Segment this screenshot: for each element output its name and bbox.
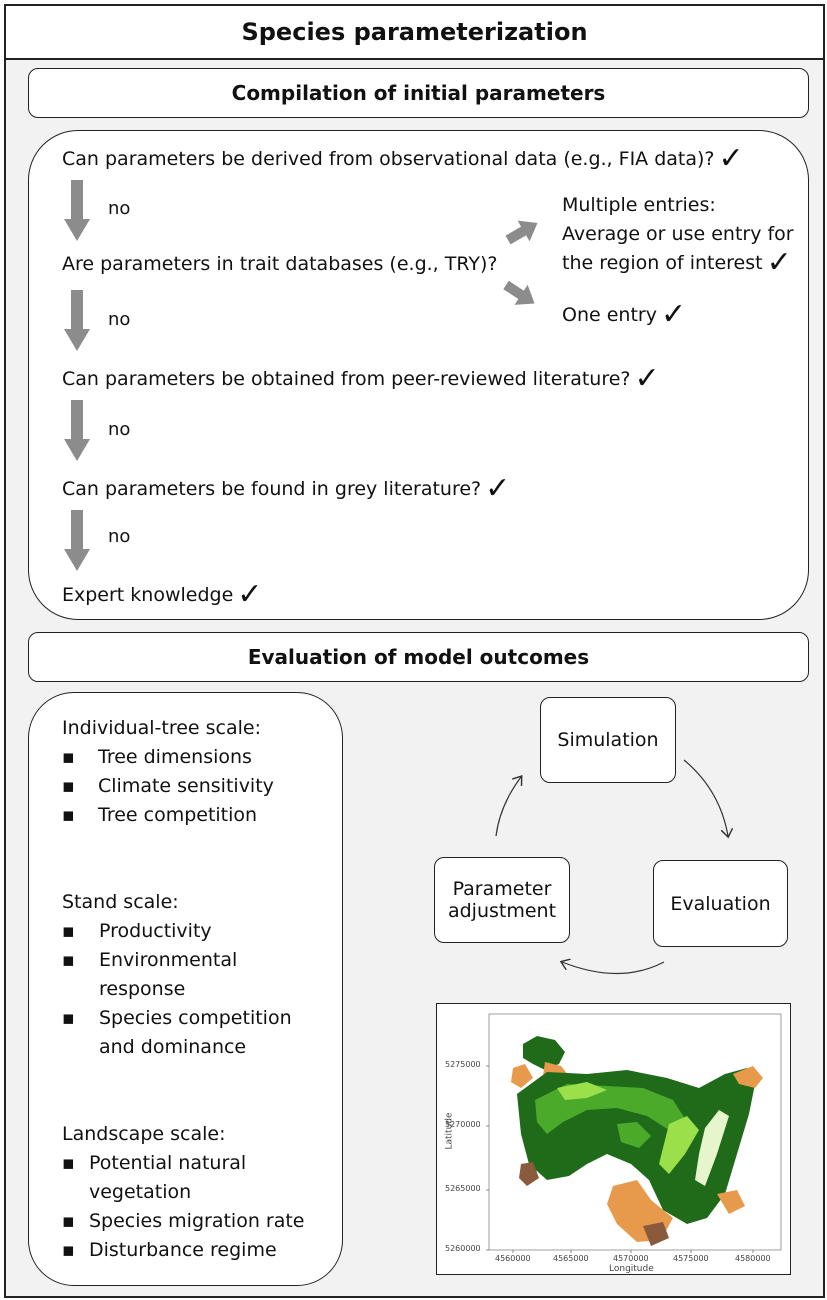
stand-scale-heading: Stand scale: xyxy=(62,891,179,913)
list-item: Species migration rate xyxy=(62,1207,305,1236)
check-icon: ✓ xyxy=(766,245,792,280)
map-vegetation xyxy=(511,1036,763,1246)
list-item: Disturbance regime xyxy=(62,1236,305,1265)
question-peer-reviewed: Can parameters be obtained from peer-rev… xyxy=(62,361,660,396)
no-label-4: no xyxy=(108,526,131,547)
down-arrow-icon xyxy=(64,510,90,571)
list-item: Climate sensitivity xyxy=(62,772,274,801)
compilation-panel xyxy=(28,130,809,620)
check-icon: ✓ xyxy=(237,577,263,612)
individual-tree-scale: Individual-tree scale: Tree dimensions C… xyxy=(62,714,274,830)
stand-scale: Stand scale: Productivity Environmental … xyxy=(62,888,292,1062)
expert-knowledge: Expert knowledge✓ xyxy=(62,577,263,612)
no-label-3: no xyxy=(108,419,131,440)
individual-scale-heading: Individual-tree scale: xyxy=(62,717,262,739)
list-item-continuation: vegetation xyxy=(89,1181,192,1203)
landscape-scale: Landscape scale: Potential natural veget… xyxy=(62,1120,305,1265)
curved-arrow-icon xyxy=(683,759,728,836)
x-tick-label: 4565000 xyxy=(553,1254,589,1263)
section-header-evaluation: Evaluation of model outcomes xyxy=(28,632,809,682)
evaluation-box: Evaluation xyxy=(653,860,788,947)
cycle-arrows xyxy=(495,759,728,975)
x-tick-label: 4580000 xyxy=(735,1254,771,1263)
one-entry-label: One entry✓ xyxy=(562,297,687,332)
question-observational: Can parameters be derived from observati… xyxy=(62,141,744,176)
y-tick-label: 5265000 xyxy=(445,1184,481,1193)
down-arrow-icon xyxy=(64,400,90,461)
multiple-entries-text-3: the region of interest✓ xyxy=(562,245,792,280)
x-tick-label: 4560000 xyxy=(495,1254,531,1263)
x-tick-label: 4575000 xyxy=(673,1254,709,1263)
down-arrows xyxy=(64,180,90,571)
down-right-arrow-icon xyxy=(503,280,535,305)
list-item-continuation: and dominance xyxy=(99,1036,247,1058)
y-tick-label: 5270000 xyxy=(445,1120,481,1129)
list-item: Potential natural xyxy=(62,1149,305,1178)
multiple-entries-label: Multiple entries: xyxy=(562,194,716,216)
x-tick-label: 4570000 xyxy=(613,1254,649,1263)
list-item-continuation: response xyxy=(99,978,186,1000)
y-ticks xyxy=(486,1065,754,1253)
list-item: Productivity xyxy=(62,917,292,946)
down-arrow-icon xyxy=(64,290,90,351)
curved-arrow-icon xyxy=(562,962,665,975)
page-title: Species parameterization xyxy=(4,4,825,60)
list-item: Tree dimensions xyxy=(62,743,274,772)
list-item: Species competition xyxy=(62,1004,292,1033)
param-line-1: Parameter xyxy=(452,878,552,900)
vegetation-map: 5275000 5270000 5265000 5260000 4560000 … xyxy=(436,1003,791,1275)
list-item: Tree competition xyxy=(62,801,274,830)
check-icon: ✓ xyxy=(634,361,660,396)
curved-arrow-icon xyxy=(495,777,521,837)
x-axis-label: Longitude xyxy=(609,1264,654,1274)
param-line-2: adjustment xyxy=(447,900,557,922)
section-header-compilation: Compilation of initial parameters xyxy=(28,68,809,118)
no-label-1: no xyxy=(108,198,131,219)
no-label-2: no xyxy=(108,309,131,330)
question-grey-literature: Can parameters be found in grey literatu… xyxy=(62,471,511,506)
y-tick-label: 5260000 xyxy=(445,1244,481,1253)
up-right-arrow-icon xyxy=(505,220,538,245)
check-icon: ✓ xyxy=(485,471,511,506)
question-trait-databases: Are parameters in trait databases (e.g.,… xyxy=(62,253,498,275)
y-tick-label: 5275000 xyxy=(445,1060,481,1069)
parameter-adjustment-box: Parameter adjustment xyxy=(434,857,570,943)
multiple-entries-text-2: Average or use entry for xyxy=(562,223,794,245)
list-item: Environmental xyxy=(62,946,292,975)
map-plot xyxy=(486,1013,782,1253)
check-icon: ✓ xyxy=(718,141,744,176)
down-arrow-icon xyxy=(64,180,90,241)
check-icon: ✓ xyxy=(660,297,687,332)
diagonal-arrows xyxy=(503,220,538,305)
simulation-box: Simulation xyxy=(540,697,676,783)
landscape-scale-heading: Landscape scale: xyxy=(62,1123,226,1145)
y-axis-label: Latitude xyxy=(444,1112,455,1150)
